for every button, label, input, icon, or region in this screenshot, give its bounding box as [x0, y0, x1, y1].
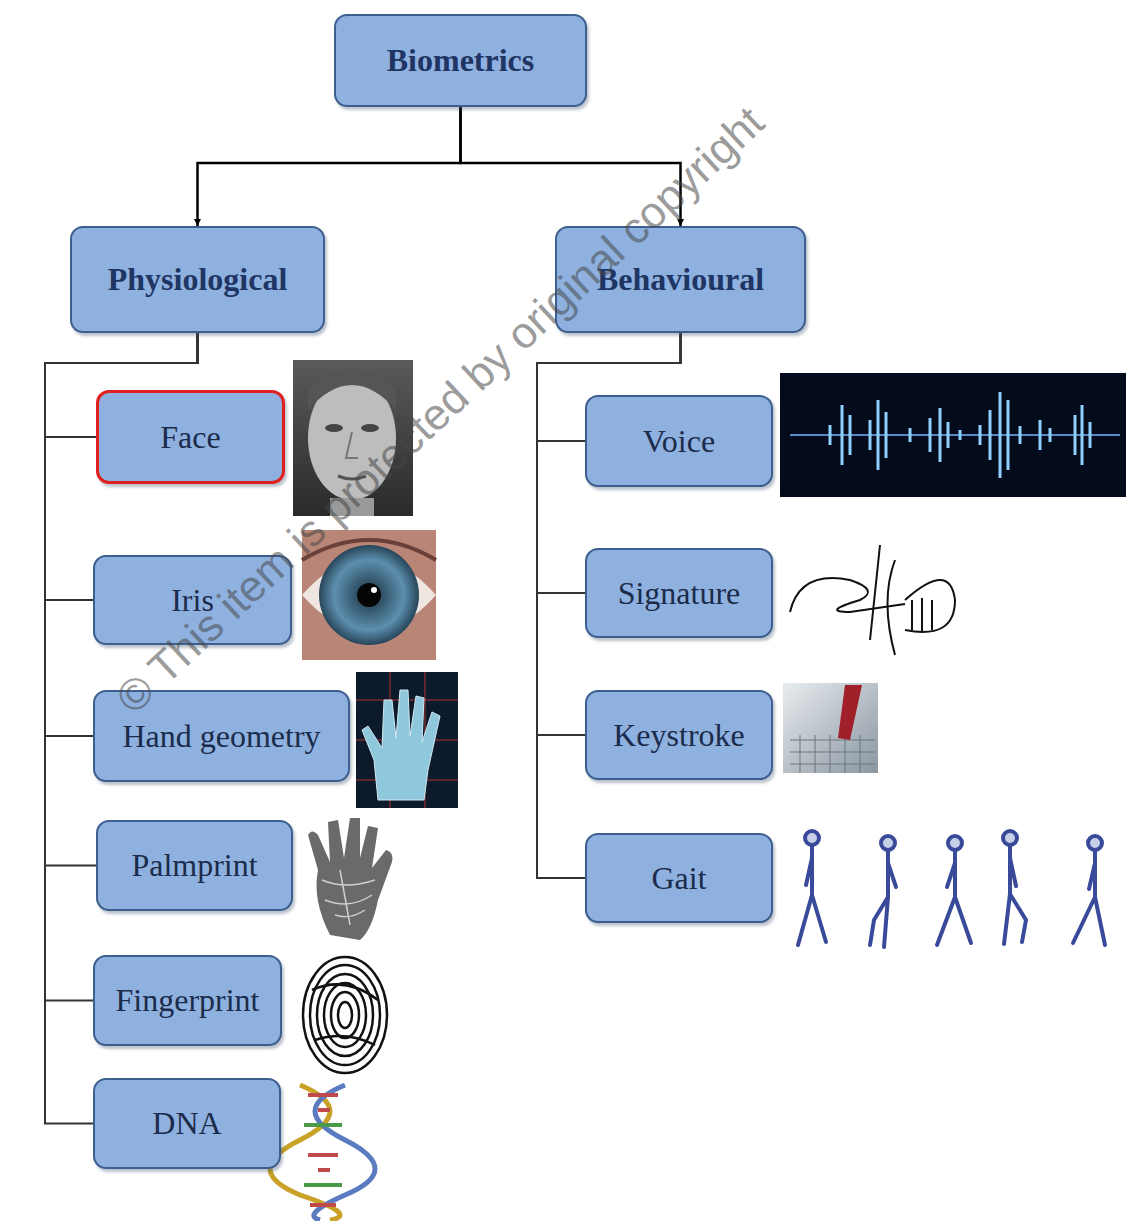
dna-image: [270, 1085, 375, 1220]
tree-connector: [537, 333, 681, 735]
node-label: DNA: [152, 1105, 221, 1142]
hand-geometry-image: [356, 672, 458, 808]
trait-box: Fingerprint: [93, 955, 282, 1046]
palmprint-image: [308, 818, 392, 940]
node-label: Gait: [651, 860, 706, 897]
trait-box: DNA: [93, 1078, 281, 1169]
title-box: Biometrics: [334, 14, 587, 107]
node-label: Biometrics: [387, 42, 535, 79]
arrow-connector: [198, 107, 461, 226]
trait-box: Gait: [585, 833, 773, 923]
node-label: Hand geometry: [122, 718, 320, 755]
signature-image: [790, 545, 955, 655]
trait-box: Keystroke: [585, 690, 773, 780]
node-label: Keystroke: [613, 717, 745, 754]
voice-waveform: [780, 373, 1126, 497]
fingerprint-image: [303, 957, 387, 1073]
category-box: Physiological: [70, 226, 325, 333]
trait-box: Voice: [585, 395, 773, 487]
node-label: Face: [160, 419, 220, 456]
node-label: Signature: [618, 575, 741, 612]
node-label: Voice: [643, 423, 715, 460]
trait-box: Signature: [585, 548, 773, 638]
gait-figures: [798, 831, 1105, 947]
node-label: Fingerprint: [116, 982, 260, 1019]
node-label: Physiological: [108, 261, 288, 298]
keystroke-image: [783, 683, 878, 773]
trait-box: Face: [96, 390, 285, 484]
node-label: Palmprint: [131, 847, 257, 884]
trait-box: Palmprint: [96, 820, 293, 911]
